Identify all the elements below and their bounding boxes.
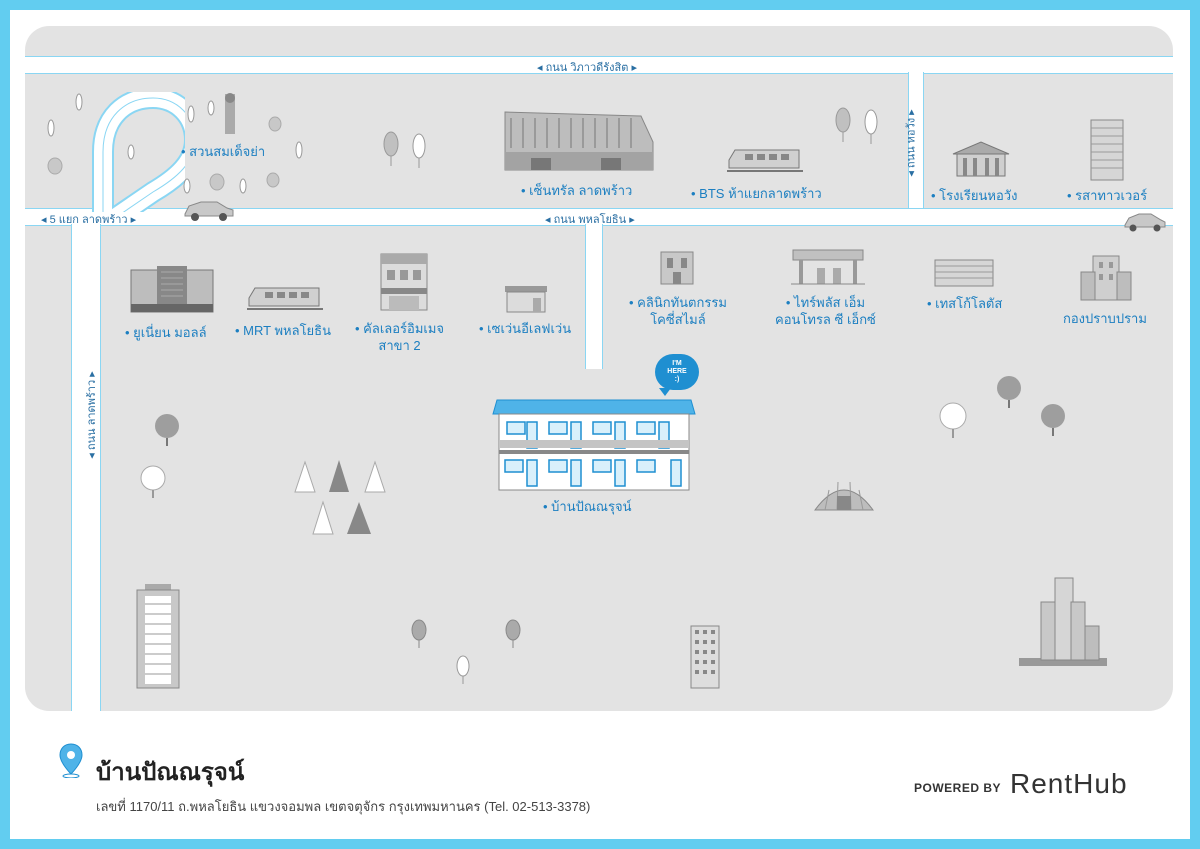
college-building-icon bbox=[380, 253, 428, 311]
central-ladprao-building-icon bbox=[504, 111, 654, 171]
road-soi bbox=[585, 224, 603, 369]
tesco-lotus-building-icon bbox=[934, 259, 994, 287]
road-label-phahonyothin: ◂ ถนน พหลโยธิน ▸ bbox=[545, 214, 635, 226]
map-area: ◂ ถนน วิภาวดีรังสิต ▸ ◂ ถนน พหลโยธิน ▸ ◂… bbox=[25, 26, 1173, 711]
road-hor-wang bbox=[908, 72, 924, 208]
gas-station-building-icon bbox=[791, 249, 865, 285]
place-police: กองปราบปราม bbox=[1063, 311, 1147, 326]
place-school: • โรงเรียนหอวัง bbox=[931, 188, 1018, 203]
train-icon bbox=[247, 287, 323, 310]
road-ladprao bbox=[71, 224, 101, 711]
map-frame: ◂ ถนน วิภาวดีรังสิต ▸ ◂ ถนน พหลโยธิน ▸ ◂… bbox=[10, 10, 1190, 839]
skyscraper-cluster-icon bbox=[1019, 577, 1107, 666]
place-tower: • รสาทาวเวอร์ bbox=[1067, 188, 1148, 203]
place-bts: • BTS ห้าแยกลาดพร้าว bbox=[691, 186, 822, 201]
union-mall-building-icon bbox=[130, 266, 214, 313]
location-pin-icon bbox=[59, 743, 83, 778]
tree-icon bbox=[383, 131, 426, 168]
road-label-ladprao: ◂ ถนน ลาดพร้าว ▸ bbox=[85, 371, 98, 459]
police-building-icon bbox=[1080, 255, 1132, 301]
train-icon bbox=[727, 149, 803, 172]
brand-logo[interactable]: RentHub bbox=[1010, 768, 1128, 799]
tree-icon bbox=[411, 619, 521, 684]
rasa-tower-building-icon bbox=[1090, 119, 1124, 181]
footer-address: เลขที่ 1170/11 ถ.พหลโยธิน แขวงจอมพล เขตจ… bbox=[96, 799, 591, 814]
seven-eleven-building-icon bbox=[505, 286, 547, 313]
school-building-icon bbox=[952, 141, 1010, 177]
road-label-vibhavadi: ◂ ถนน วิภาวดีรังสิต ▸ bbox=[537, 62, 637, 74]
place-mrt: • MRT พหลโยธิน bbox=[235, 323, 331, 338]
place-college: • คัลเลอร์อิมเมจสาขา 2 bbox=[355, 321, 445, 353]
car-icon bbox=[1124, 213, 1166, 232]
road-curve-ramp bbox=[92, 92, 185, 212]
place-union-mall: • ยูเนี่ยน มอลล์ bbox=[125, 325, 207, 340]
park-trees-icon bbox=[47, 93, 303, 194]
clinic-building-icon bbox=[660, 251, 694, 285]
place-central: • เซ็นทรัล ลาดพร้าว bbox=[521, 183, 633, 198]
place-gas-station: • ไทร์พลัส เอ็มคอนโทรล ซี เอ็กซ์ bbox=[775, 295, 876, 327]
place-clinic: • คลินิกทันตกรรมโคซี่สไมล์ bbox=[629, 295, 727, 327]
footer-title: บ้านปัณณรุจน์ bbox=[96, 759, 245, 786]
place-seven: • เซเว่นอีเลฟเว่น bbox=[479, 321, 572, 336]
tall-building-icon bbox=[136, 584, 180, 689]
tree-icon bbox=[939, 376, 1065, 438]
office-building-icon bbox=[690, 625, 720, 689]
home-building-icon[interactable] bbox=[491, 398, 697, 492]
pine-tree-icon bbox=[294, 460, 386, 535]
dome-building-icon bbox=[814, 481, 874, 511]
tree-icon bbox=[140, 414, 179, 498]
place-tesco: • เทสโก้โลตัส bbox=[927, 296, 1003, 311]
place-park: • สวนสมเด็จย่า bbox=[181, 144, 266, 159]
road-vibhavadi bbox=[25, 56, 1173, 74]
road-label-hor-wang: ◂ ถนน หอวัง ▸ bbox=[905, 109, 918, 177]
tree-icon bbox=[835, 107, 878, 144]
powered-by-label: POWERED BY bbox=[914, 781, 1002, 795]
place-home: • บ้านปัณณรุจน์ bbox=[543, 499, 632, 514]
car-icon bbox=[184, 201, 234, 221]
road-label-junction: ◂ 5 แยก ลาดพร้าว ▸ bbox=[41, 214, 137, 226]
